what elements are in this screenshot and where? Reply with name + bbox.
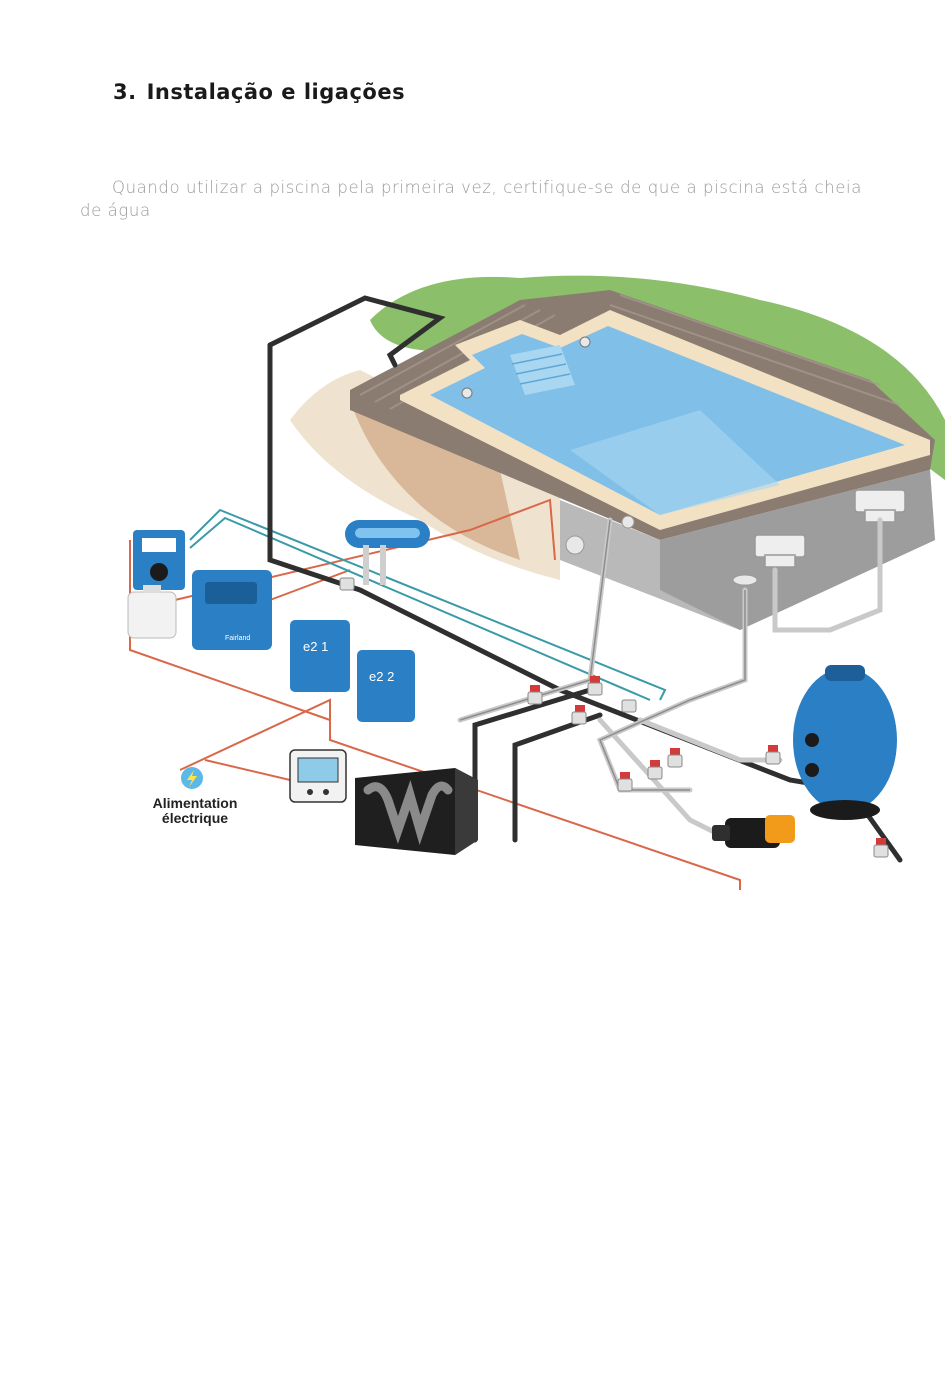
power-label-line1: Alimentation xyxy=(135,796,255,811)
svg-text:e2 1: e2 1 xyxy=(303,639,328,654)
controller-box-1: e2 1 xyxy=(290,620,350,692)
section-title: Instalação e ligações xyxy=(147,80,405,104)
power-supply-label: Alimentation électrique xyxy=(135,796,255,826)
svg-text:e2 2: e2 2 xyxy=(369,669,394,684)
thermostat-display xyxy=(290,750,346,802)
controller-box-2: e2 2 xyxy=(357,650,415,722)
dosing-pump xyxy=(128,530,185,638)
section-heading: 3. Instalação e ligações xyxy=(113,80,405,104)
intro-text: Quando utilizar a piscina pela primeira … xyxy=(80,178,862,220)
control-unit: Fairland xyxy=(192,570,272,650)
svg-text:Fairland: Fairland xyxy=(225,635,250,642)
intro-paragraph: Quando utilizar a piscina pela primeira … xyxy=(80,176,870,222)
section-number: 3. xyxy=(113,80,137,104)
power-label-line2: électrique xyxy=(135,811,255,826)
sand-filter xyxy=(793,665,897,820)
inlet-nozzle xyxy=(566,536,584,554)
heat-pump-unit xyxy=(355,768,478,855)
circulation-pump xyxy=(712,815,795,848)
